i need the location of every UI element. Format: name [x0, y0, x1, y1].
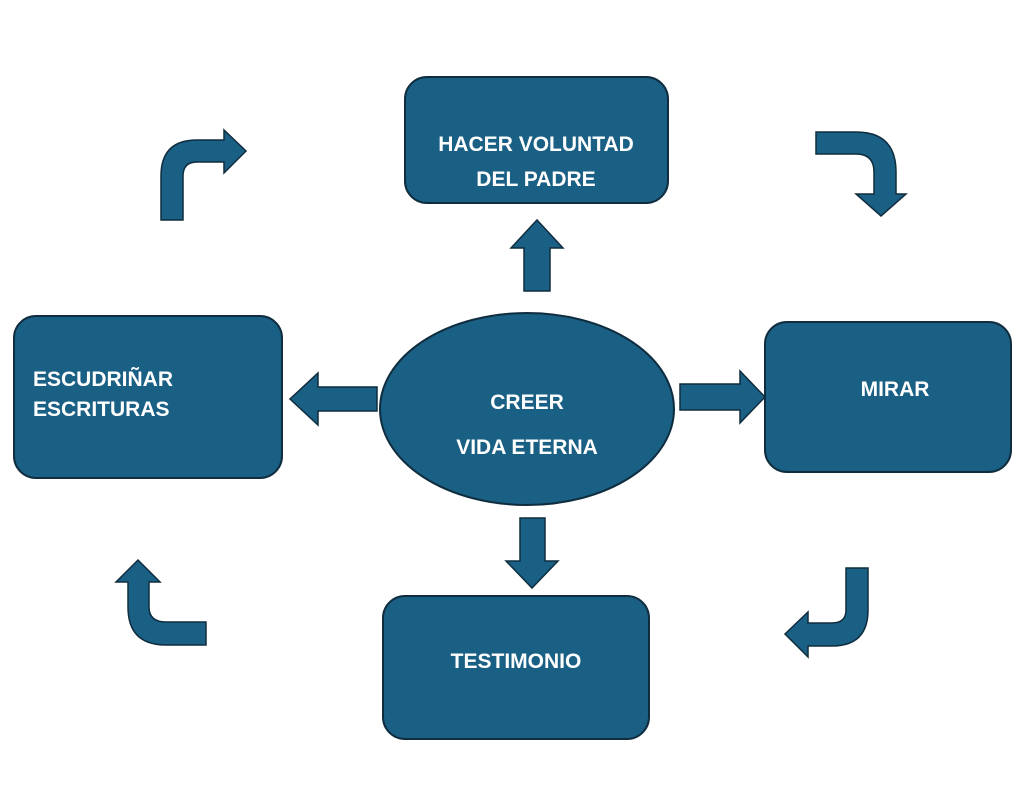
node-creer-line1: CREER — [490, 391, 564, 414]
node-escudrinar-escrituras: ESCUDRIÑAR ESCRITURAS — [13, 315, 283, 479]
node-testimonio: TESTIMONIO — [382, 595, 650, 740]
node-mirar: MIRAR — [764, 321, 1012, 473]
node-escudrinar-line2: ESCRITURAS — [33, 398, 170, 421]
arrow-right-icon — [679, 369, 767, 425]
node-hacer-voluntad: HACER VOLUNTAD DEL PADRE — [404, 76, 669, 204]
arrow-down-icon — [504, 517, 560, 590]
curved-arrow-bottom-left-icon — [114, 558, 207, 646]
node-hacer-voluntad-line1: HACER VOLUNTAD — [438, 133, 634, 156]
node-hacer-voluntad-line2: DEL PADRE — [476, 168, 595, 191]
node-mirar-label: MIRAR — [861, 378, 930, 401]
curved-arrow-top-left-icon — [160, 128, 248, 221]
node-creer-line2: VIDA ETERNA — [456, 436, 598, 459]
arrow-left-icon — [288, 371, 378, 427]
node-creer-vida-eterna: CREER VIDA ETERNA — [379, 312, 675, 506]
curved-arrow-top-right-icon — [815, 131, 908, 217]
node-escudrinar-line1: ESCUDRIÑAR — [33, 368, 173, 391]
node-testimonio-label: TESTIMONIO — [451, 650, 582, 673]
arrow-up-icon — [509, 218, 565, 292]
curved-arrow-bottom-right-icon — [783, 567, 869, 659]
